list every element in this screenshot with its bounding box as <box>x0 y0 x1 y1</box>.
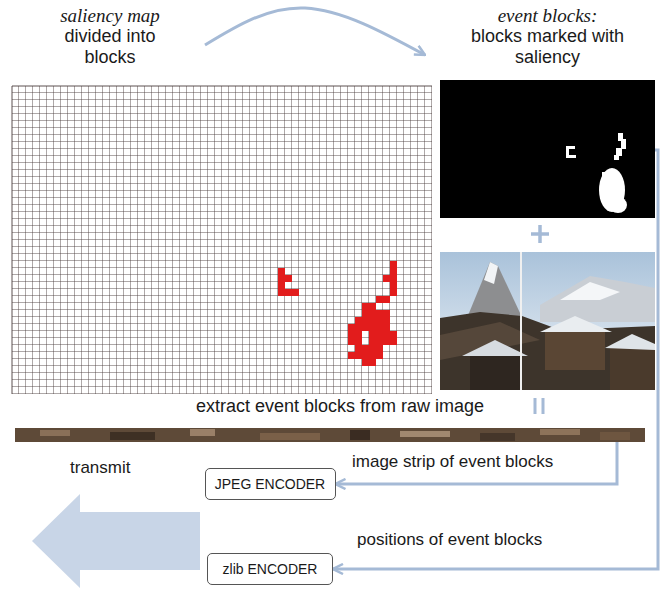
panel-heading: blocks marked with saliency <box>455 26 640 68</box>
heading-group: saliency mapdivided into blocks <box>45 5 175 68</box>
transmit-arrow <box>32 494 200 588</box>
encoder-label: zlib ENCODER <box>223 561 318 578</box>
panel-heading: divided into blocks <box>45 26 175 68</box>
raw-photo <box>440 252 655 390</box>
image-strip <box>15 428 645 442</box>
panel-heading: event blocks: <box>455 5 640 26</box>
flow-arrow <box>333 150 658 569</box>
panel-heading: extract event blocks from raw image <box>135 396 545 417</box>
flow-arrow <box>205 8 425 55</box>
salient-cells <box>278 261 397 366</box>
encoder-label: JPEG ENCODER <box>215 476 325 493</box>
heading-group: event blocks:blocks marked with saliency <box>455 5 640 68</box>
event-block-map: event blocks:blocks marked with saliency <box>440 2 655 218</box>
image-strip-panel: extract event blocks from raw image <box>15 396 645 442</box>
encoder-box: zlib ENCODER <box>207 553 333 585</box>
edge-label: positions of event blocks <box>355 530 544 550</box>
flow-arrow <box>336 442 618 484</box>
heading-group: extract event blocks from raw image <box>135 396 545 417</box>
saliency-map-panel: saliency mapdivided into blocks <box>10 2 432 395</box>
note-label: transmit <box>70 458 130 478</box>
panel-heading: saliency map <box>45 5 175 26</box>
encoder-box: JPEG ENCODER <box>205 468 336 500</box>
edge-label: image strip of event blocks <box>350 452 555 472</box>
event-block-image <box>440 80 655 218</box>
saliency-grid <box>12 86 432 394</box>
plus-symbol <box>531 225 549 243</box>
equals-symbol <box>535 398 543 414</box>
